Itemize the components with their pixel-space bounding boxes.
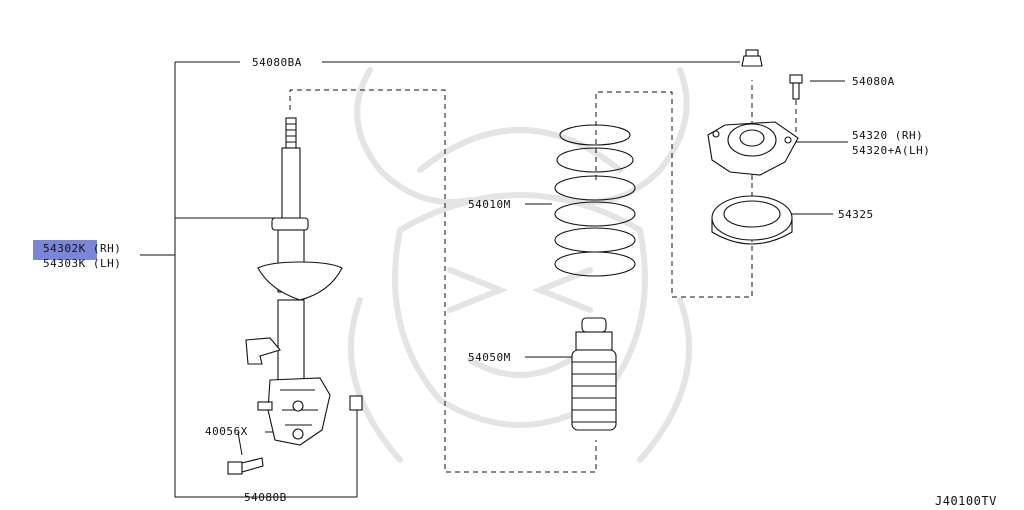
label-strut-rh[interactable]: 54302K (RH) xyxy=(43,242,121,255)
upper-nut-drawing xyxy=(741,49,763,67)
label-nut-upper[interactable]: 54080BA xyxy=(252,56,302,69)
coil-spring-drawing xyxy=(554,124,636,277)
label-bearing[interactable]: 54325 xyxy=(838,208,874,221)
label-strut-lh[interactable]: 54303K (LH) xyxy=(43,257,121,270)
label-mount-bolt[interactable]: 54080A xyxy=(852,75,895,88)
diagram-code: J40100TV xyxy=(935,494,997,508)
strut-mount-drawing xyxy=(707,121,799,176)
bearing-drawing xyxy=(711,195,793,245)
bound-bumper-drawing xyxy=(571,317,617,431)
label-bolt-lower[interactable]: 40056X xyxy=(205,425,248,438)
label-mount-lh[interactable]: 54320+A(LH) xyxy=(852,144,930,157)
label-nut-lower[interactable]: 54080B xyxy=(244,491,287,504)
samurai-helmet-watermark-icon xyxy=(348,67,692,463)
strut-assembly-drawing xyxy=(227,117,363,475)
leader-lines xyxy=(140,50,848,498)
selected-part-highlight xyxy=(33,240,97,260)
label-bound-bumper[interactable]: 54050M xyxy=(468,351,511,364)
label-spring[interactable]: 54010M xyxy=(468,198,511,211)
label-mount-rh[interactable]: 54320 (RH) xyxy=(852,129,923,142)
mount-bolt-drawing xyxy=(789,74,803,100)
